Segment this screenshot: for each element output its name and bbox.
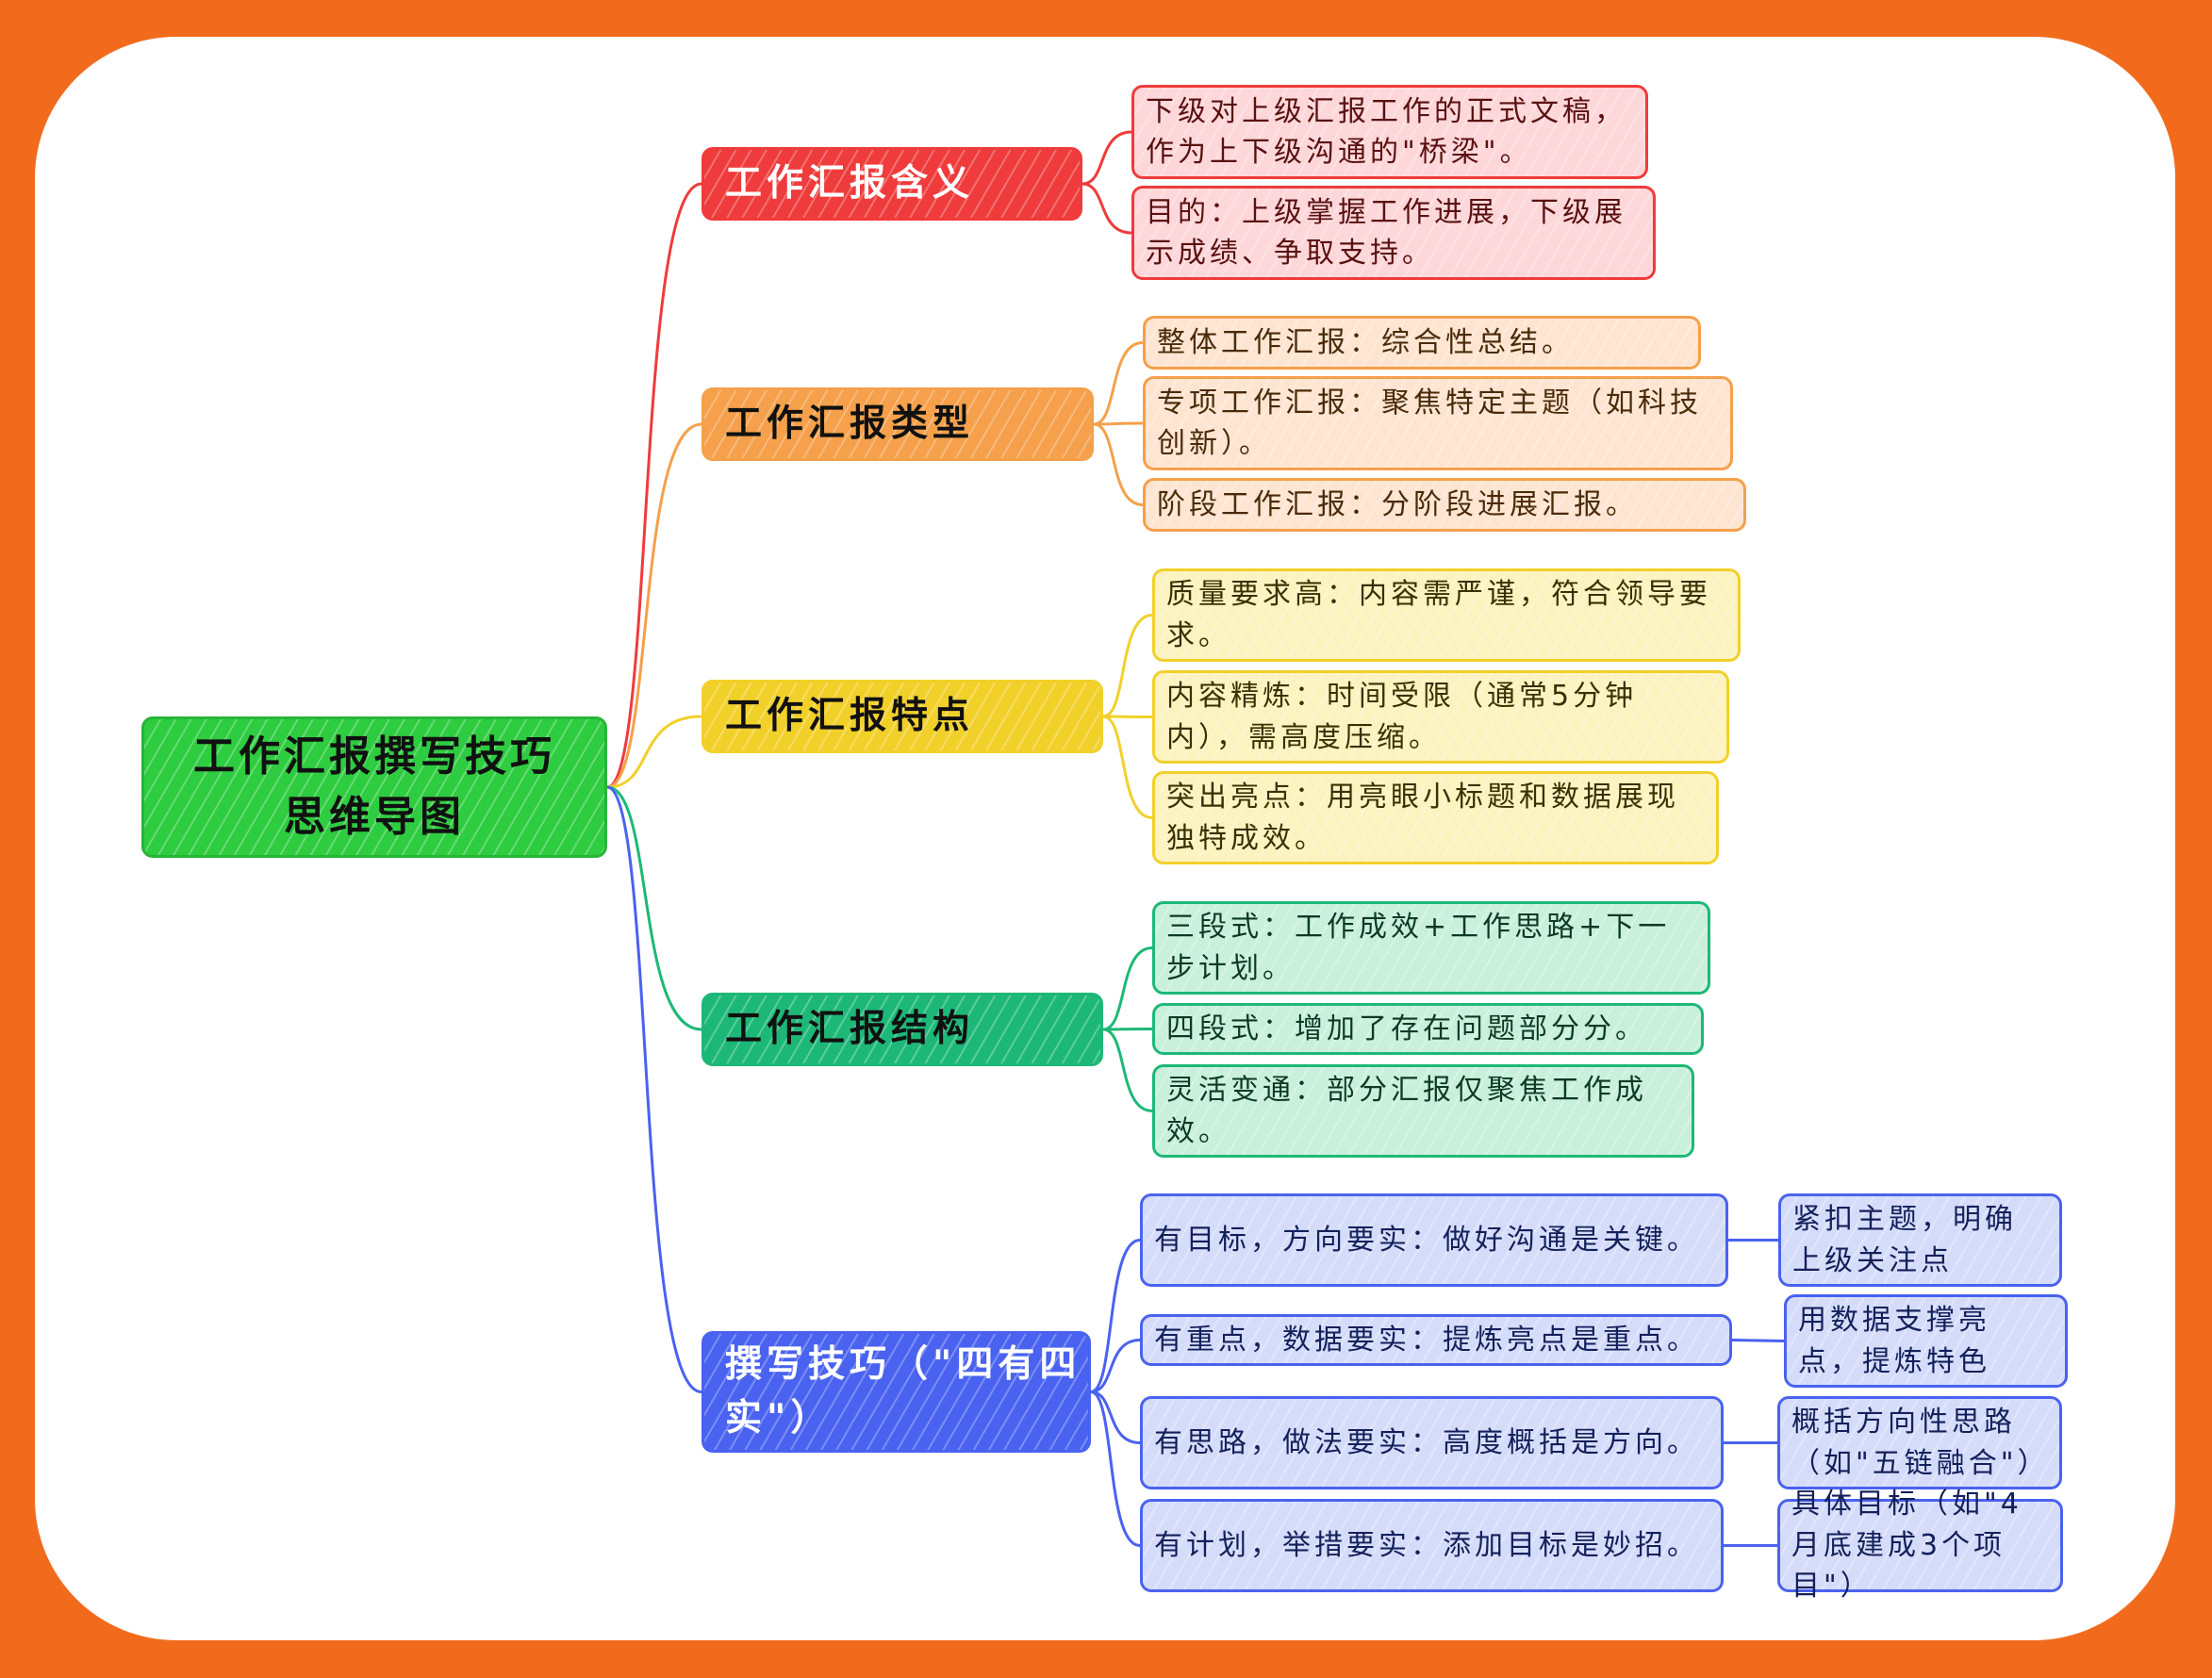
connector-line bbox=[1102, 715, 1153, 819]
leaf-node[interactable]: 有思路，做法要实：高度概括是方向。 bbox=[1140, 1396, 1724, 1489]
leaf-node[interactable]: 突出亮点：用亮眼小标题和数据展现独特成效。 bbox=[1152, 771, 1719, 864]
connector-line bbox=[1093, 422, 1144, 506]
leaf-node[interactable]: 阶段工作汇报：分阶段进展汇报。 bbox=[1143, 478, 1746, 532]
connector-line bbox=[606, 182, 702, 789]
connector-line bbox=[1090, 1390, 1141, 1444]
connector-line bbox=[1090, 1339, 1141, 1393]
connector-line bbox=[1102, 1028, 1153, 1112]
connector-line bbox=[1102, 946, 1153, 1031]
leaf-node[interactable]: 四段式：增加了存在问题部分分。 bbox=[1152, 1003, 1704, 1055]
connector-line bbox=[1093, 421, 1144, 426]
connector-line bbox=[1102, 715, 1153, 718]
leaf-node[interactable]: 内容精炼：时间受限（通常5分钟内），需高度压缩。 bbox=[1152, 670, 1729, 764]
connector-line bbox=[1081, 182, 1132, 235]
leaf-node[interactable]: 整体工作汇报：综合性总结。 bbox=[1143, 316, 1701, 370]
leaf-node[interactable]: 有重点，数据要实：提炼亮点是重点。 bbox=[1140, 1314, 1732, 1366]
branch-node-red[interactable]: 工作汇报含义 bbox=[702, 147, 1082, 221]
connector-line bbox=[1102, 1028, 1153, 1031]
sub-leaf-node[interactable]: 概括方向性思路（如"五链融合"） bbox=[1777, 1396, 2062, 1489]
root-node[interactable]: 工作汇报撰写技巧 思维导图 bbox=[141, 716, 607, 858]
connector-line bbox=[606, 785, 702, 1031]
branch-node-teal[interactable]: 工作汇报结构 bbox=[702, 993, 1103, 1066]
leaf-node[interactable]: 三段式：工作成效+工作思路+下一步计划。 bbox=[1152, 901, 1710, 995]
connector-line bbox=[606, 715, 702, 789]
leaf-node[interactable]: 目的：上级掌握工作进展，下级展示成绩、争取支持。 bbox=[1131, 186, 1656, 280]
connector-line bbox=[1102, 614, 1153, 718]
connector-line bbox=[1093, 341, 1144, 426]
connector-line bbox=[606, 422, 702, 789]
connector-line bbox=[1081, 130, 1132, 186]
connector-line bbox=[1090, 1239, 1141, 1393]
leaf-node[interactable]: 下级对上级汇报工作的正式文稿，作为上下级沟通的"桥梁"。 bbox=[1131, 85, 1648, 179]
sub-leaf-node[interactable]: 紧扣主题，明确上级关注点 bbox=[1778, 1193, 2062, 1287]
leaf-node[interactable]: 有计划，举措要实：添加目标是妙招。 bbox=[1140, 1499, 1724, 1592]
branch-node-yellow[interactable]: 工作汇报特点 bbox=[702, 680, 1103, 753]
leaf-node[interactable]: 灵活变通：部分汇报仅聚焦工作成效。 bbox=[1152, 1064, 1694, 1158]
sub-leaf-node[interactable]: 用数据支撑亮点，提炼特色 bbox=[1784, 1294, 2068, 1388]
leaf-node[interactable]: 质量要求高：内容需严谨，符合领导要求。 bbox=[1152, 568, 1741, 662]
branch-node-orange[interactable]: 工作汇报类型 bbox=[702, 387, 1094, 461]
connector-line bbox=[606, 785, 702, 1393]
connector-line bbox=[1090, 1390, 1141, 1547]
leaf-node[interactable]: 有目标，方向要实：做好沟通是关键。 bbox=[1140, 1193, 1728, 1287]
branch-node-blue[interactable]: 撰写技巧（"四有四实"） bbox=[702, 1331, 1091, 1453]
sub-leaf-node[interactable]: 具体目标（如"4月底建成3个项目"） bbox=[1777, 1488, 2063, 1603]
leaf-node[interactable]: 专项工作汇报：聚焦特定主题（如科技创新）。 bbox=[1143, 376, 1733, 470]
